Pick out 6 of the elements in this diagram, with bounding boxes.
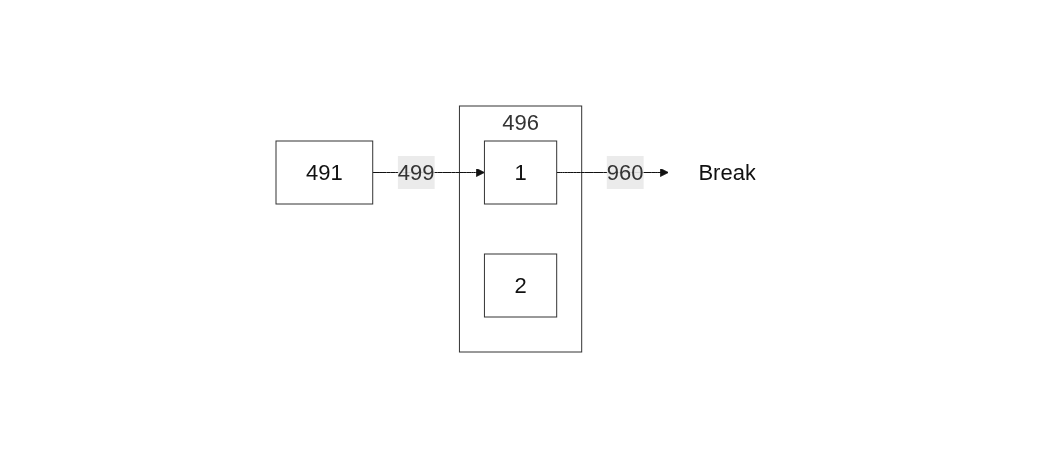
node-box: 1	[484, 140, 558, 205]
node-box: 491	[275, 140, 374, 205]
node-box: 2	[484, 253, 558, 318]
edge-label: 960	[606, 160, 644, 185]
node-text: Break	[698, 160, 756, 185]
edge-label: 499	[397, 160, 435, 185]
